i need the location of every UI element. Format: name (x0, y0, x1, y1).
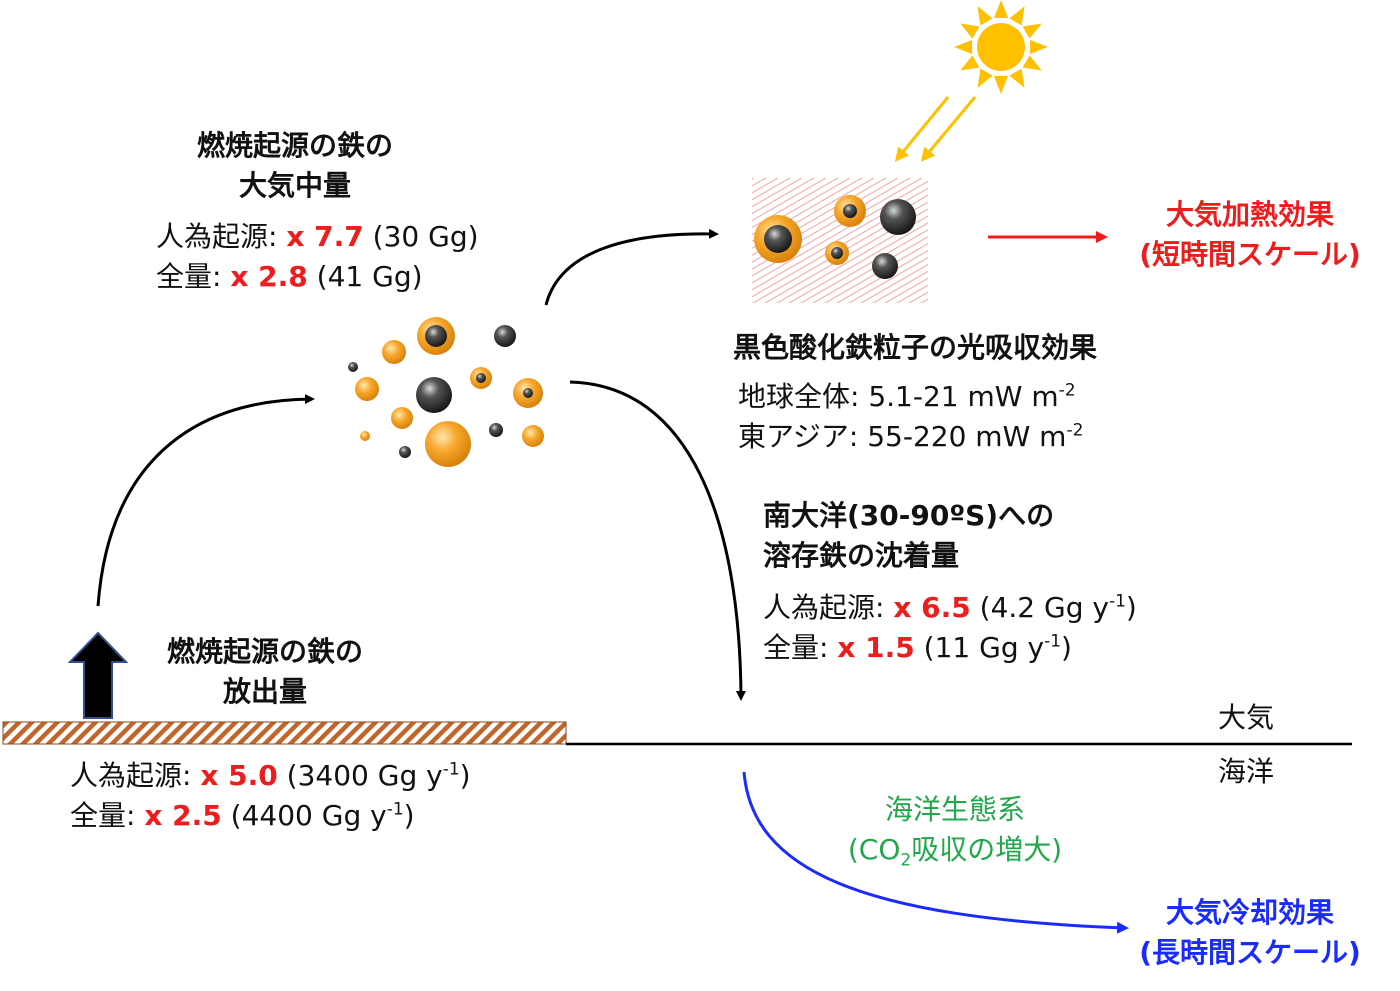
absorption-title: 黒色酸化鉄粒子の光吸収効果 (733, 331, 1098, 364)
cooling-curve (742, 771, 1129, 934)
sun-ray (960, 55, 980, 71)
ecosystem-line1: 海洋生態系 (884, 793, 1025, 826)
sun-ray (1009, 68, 1025, 88)
cooling-line1: 大気冷却効果 (1165, 896, 1334, 929)
atmosphere-label: 大気 (1218, 701, 1275, 734)
sun-ray (977, 6, 993, 26)
cooling-line2: (長時間スケール) (1139, 936, 1361, 969)
emission-title-line2: 放出量 (222, 675, 307, 708)
emission-anthro-row: 人為起源: x 5.0 (3400 Gg y-1) (70, 759, 471, 792)
sun-ray (994, 0, 1008, 18)
arrow-cloud-to-ocean (569, 380, 746, 701)
burden-anthro-row: 人為起源: x 7.7 (30 Gg) (156, 220, 479, 253)
sun-ray (994, 76, 1008, 94)
heating-line2: (短時間スケール) (1139, 238, 1361, 271)
burden-title-line2: 大気中量 (238, 169, 351, 202)
particle-dark (399, 446, 411, 458)
sun-icon (954, 0, 1048, 94)
absorbing-particles (754, 195, 916, 279)
emission-title-line1: 燃焼起源の鉄の (166, 635, 363, 668)
particle-orange (425, 421, 471, 467)
particle-orange (355, 377, 379, 401)
sun-ray (1009, 6, 1025, 26)
particle-dark (880, 199, 916, 235)
particle-orange (391, 407, 413, 429)
sun-ray (977, 68, 993, 88)
particle-dark (872, 253, 898, 279)
burden-title-line1: 燃焼起源の鉄の (196, 129, 393, 162)
sun-ray (1022, 23, 1042, 39)
particle-orange (522, 425, 544, 447)
particle-orange (360, 431, 370, 441)
particle-dark (494, 325, 516, 347)
burden-total-row: 全量: x 2.8 (41 Gg) (156, 260, 423, 293)
emission-up-arrow (67, 631, 129, 719)
absorption-asia-row: 東アジア: 55-220 mW m-2 (738, 420, 1084, 453)
arrow-ground-to-cloud (96, 394, 315, 607)
particle-dark (489, 423, 503, 437)
sun-ray (1022, 55, 1042, 71)
particle-dark (348, 362, 358, 372)
heating-line1: 大気加熱効果 (1165, 198, 1334, 231)
sun-ray (954, 40, 972, 54)
sunlight-arrow-1 (894, 96, 950, 162)
ecosystem-line2: (CO2吸収の増大) (847, 833, 1063, 871)
particle-cloud (348, 317, 544, 467)
ground-strip (2, 721, 567, 745)
deposition-anthro-row: 人為起源: x 6.5 (4.2 Gg y-1) (763, 591, 1137, 624)
ocean-label: 海洋 (1218, 755, 1275, 788)
arrow-cloud-to-absorbing (544, 228, 719, 306)
sunlight-arrow-2 (920, 96, 977, 162)
deposition-title-line2: 溶存鉄の沈着量 (763, 539, 960, 572)
deposition-title-line1: 南大洋(30-90ºS)への (763, 499, 1055, 532)
deposition-total-row: 全量: x 1.5 (11 Gg y-1) (763, 631, 1072, 664)
particle-dark (416, 377, 452, 413)
sun-ray (1030, 40, 1048, 54)
emission-total-row: 全量: x 2.5 (4400 Gg y-1) (70, 799, 415, 832)
absorption-global-row: 地球全体: 5.1-21 mW m-2 (738, 380, 1076, 413)
sun-ray (960, 23, 980, 39)
particle-orange (382, 340, 406, 364)
